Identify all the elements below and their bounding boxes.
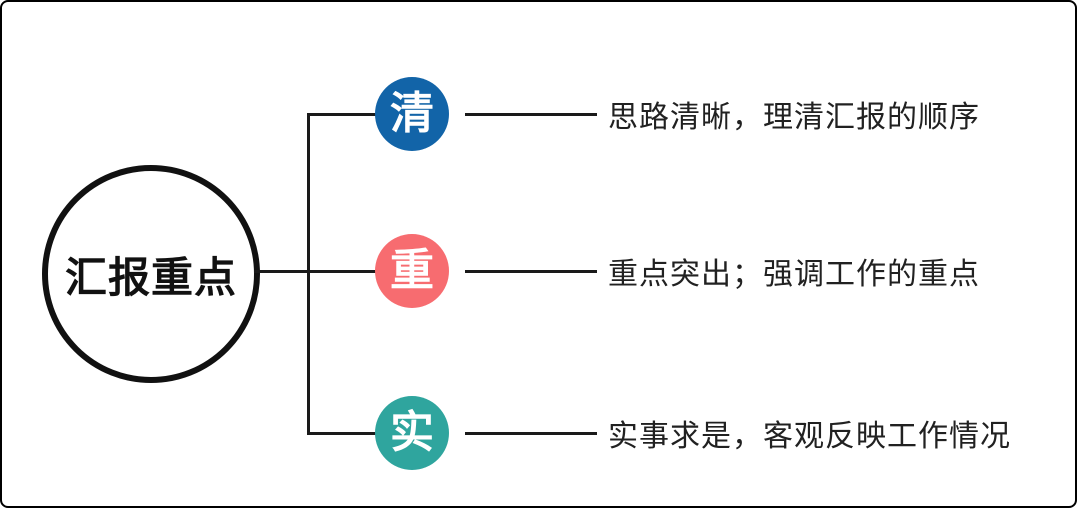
branch-description: 重点突出；强调工作的重点	[608, 258, 980, 291]
branch-description: 实事求是，客观反映工作情况	[608, 420, 1011, 453]
connector-trunk	[307, 113, 310, 435]
branch-node-shi: 实	[375, 396, 449, 470]
branch-node-qing: 清	[375, 77, 449, 151]
connector-branch-2-tail	[465, 270, 597, 273]
connector-branch-3-tail	[465, 432, 597, 435]
branch-badge-label: 清	[390, 89, 434, 138]
connector-branch-2-stub	[307, 270, 379, 273]
branch-description: 思路清晰，理清汇报的顺序	[608, 101, 980, 134]
branch-node-zhong: 重	[375, 234, 449, 308]
root-node: 汇报重点	[42, 165, 260, 383]
connector-branch-3-stub	[307, 432, 379, 435]
branch-badge-label: 实	[390, 408, 434, 457]
branch-badge-label: 重	[390, 246, 434, 295]
root-label: 汇报重点	[64, 253, 237, 301]
connector-branch-1-stub	[307, 113, 379, 116]
connector-branch-1-tail	[465, 113, 597, 116]
connector-root-trunk	[254, 270, 310, 273]
